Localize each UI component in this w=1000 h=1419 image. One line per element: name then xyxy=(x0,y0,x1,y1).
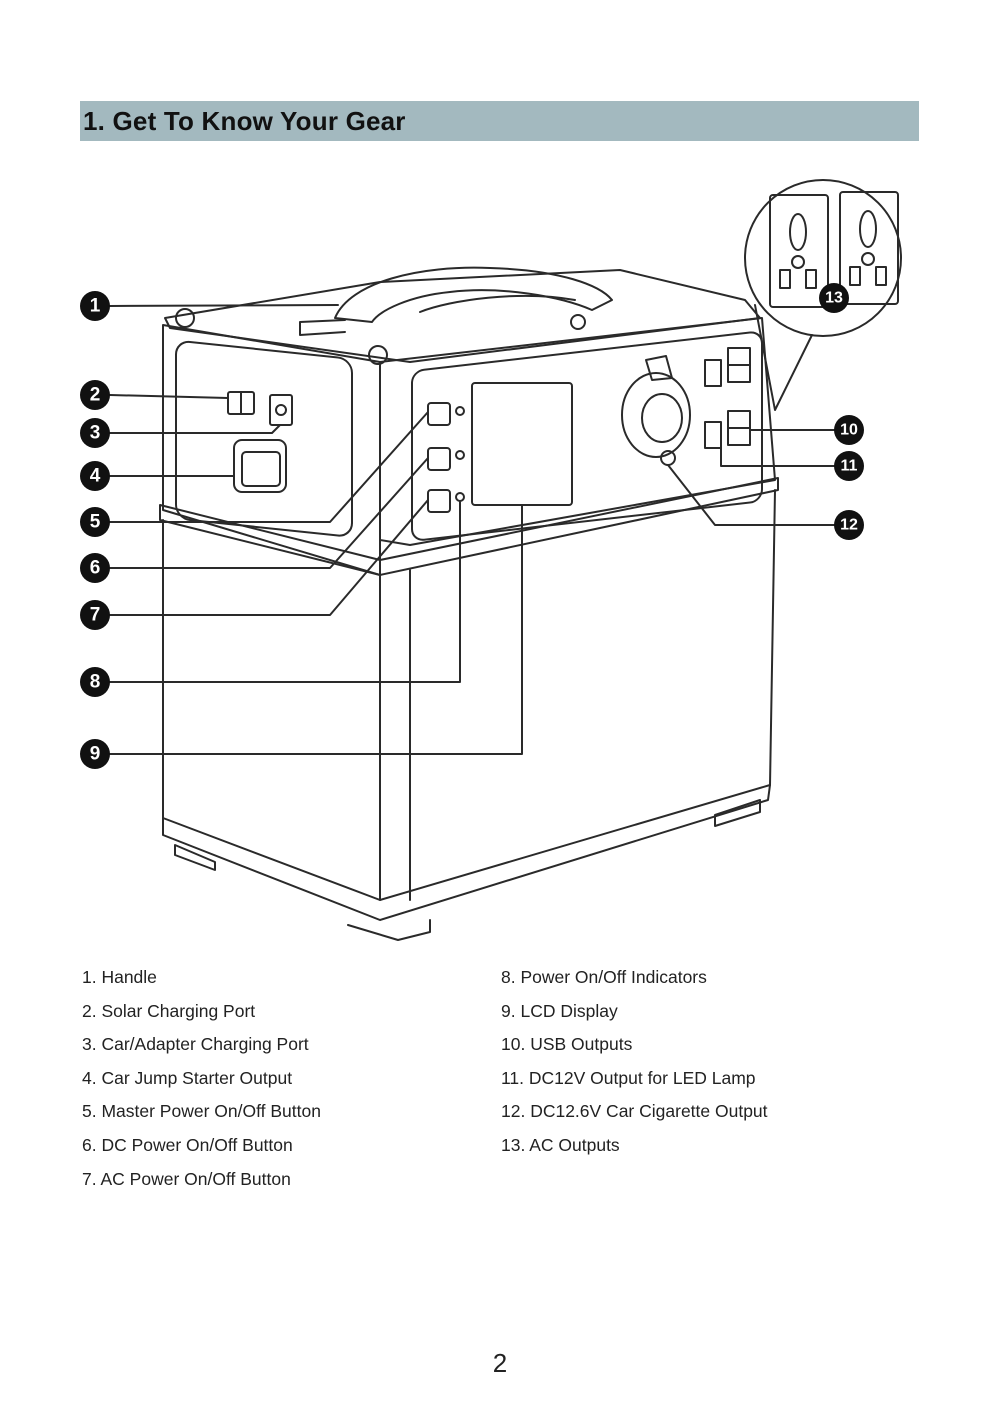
legend-item: 5. Master Power On/Off Button xyxy=(82,1101,321,1122)
legend-item: 3. Car/Adapter Charging Port xyxy=(82,1034,309,1055)
legend-item: 8. Power On/Off Indicators xyxy=(501,967,707,987)
callout-badge-7: 7 xyxy=(80,600,110,630)
svg-text:8: 8 xyxy=(90,672,101,693)
ac-button xyxy=(427,489,451,513)
legend-item: 2. Solar Charging Port xyxy=(82,1000,256,1021)
svg-text:11: 11 xyxy=(841,458,858,475)
svg-text:3: 3 xyxy=(90,423,101,444)
legend-left: 1. Handle 2. Solar Charging Port 3. Car/… xyxy=(82,964,321,1199)
legend-item: 4. Car Jump Starter Output xyxy=(82,1067,293,1088)
svg-text:10: 10 xyxy=(840,422,858,439)
dc-button xyxy=(427,447,451,471)
svg-text:4: 4 xyxy=(90,466,101,487)
ac-outlets-magnifier xyxy=(744,179,902,337)
car-adapter-port xyxy=(269,394,293,426)
legend-item: 11. DC12V Output for LED Lamp xyxy=(501,1067,756,1088)
legend-right: 8. Power On/Off Indicators 9. LCD Displa… xyxy=(501,964,768,1166)
callout-badge-11: 11 xyxy=(834,451,864,481)
legend-item: 1. Handle xyxy=(82,967,157,987)
handle xyxy=(334,266,613,323)
ac-outlet-1 xyxy=(769,194,829,308)
callout-badge-1: 1 xyxy=(80,291,110,321)
legend-item: 10. USB Outputs xyxy=(501,1034,633,1055)
callout-badge-12: 12 xyxy=(834,510,864,540)
section-title: 1. Get To Know Your Gear xyxy=(83,106,406,136)
svg-text:5: 5 xyxy=(90,512,101,533)
callout-badge-2: 2 xyxy=(80,380,110,410)
callout-badge-4: 4 xyxy=(80,461,110,491)
legend-item: 12. DC12.6V Car Cigarette Output xyxy=(501,1101,768,1122)
page-number: 2 xyxy=(492,1348,508,1378)
callout-badge-3: 3 xyxy=(80,418,110,448)
svg-text:13: 13 xyxy=(825,290,843,307)
callout-badges: 1 2 3 4 5 6 7 8 9 10 11 12 13 xyxy=(80,283,864,769)
callout-badge-6: 6 xyxy=(80,553,110,583)
svg-text:7: 7 xyxy=(90,605,101,626)
svg-text:1: 1 xyxy=(90,296,101,317)
lower-body xyxy=(162,489,776,901)
section-header: 1. Get To Know Your Gear xyxy=(80,101,919,141)
power-station-diagram: 1 2 3 4 5 6 7 8 9 10 11 12 13 xyxy=(80,179,902,941)
svg-text:2: 2 xyxy=(90,385,101,406)
jump-starter-output xyxy=(233,439,287,493)
cigarette-socket xyxy=(621,372,691,458)
legend-item: 6. DC Power On/Off Button xyxy=(82,1134,293,1155)
legend-item: 13. AC Outputs xyxy=(501,1134,620,1155)
left-port-panel xyxy=(175,340,353,537)
callout-badge-9: 9 xyxy=(80,739,110,769)
ac-outlet-2 xyxy=(839,191,899,305)
legend-item: 9. LCD Display xyxy=(501,1000,618,1021)
front-panel xyxy=(379,317,776,546)
svg-text:9: 9 xyxy=(90,744,101,765)
master-button xyxy=(427,402,451,426)
svg-text:12: 12 xyxy=(840,517,858,534)
svg-text:6: 6 xyxy=(90,558,101,579)
callout-badge-5: 5 xyxy=(80,507,110,537)
lcd-display xyxy=(471,382,573,506)
callout-badge-10: 10 xyxy=(834,415,864,445)
legend-item: 7. AC Power On/Off Button xyxy=(82,1168,291,1189)
callout-badge-8: 8 xyxy=(80,667,110,697)
callout-badge-13: 13 xyxy=(819,283,849,313)
